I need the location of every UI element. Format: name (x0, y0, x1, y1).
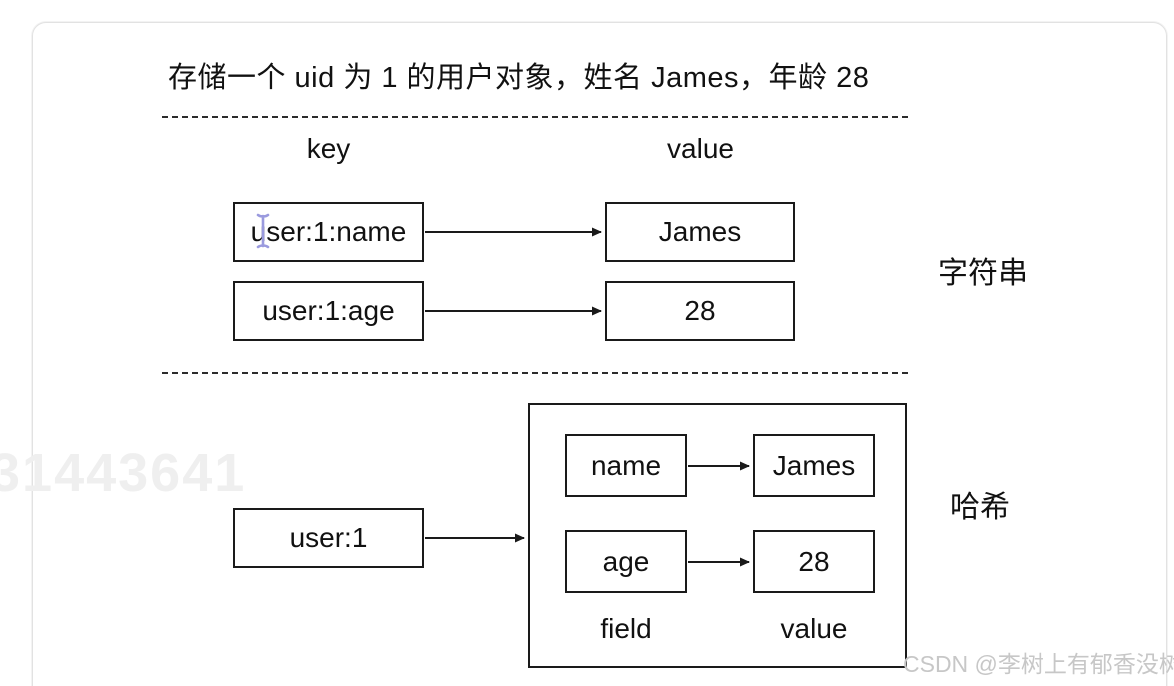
watermark-csdn: CSDN @李树上有郁香没树 (903, 651, 1174, 677)
watermark-number: 31443641 (0, 443, 247, 503)
hash-type-label: 哈希 (950, 491, 1010, 524)
diagram-title: 存储一个 uid 为 1 的用户对象，姓名 James，年龄 28 (168, 62, 870, 94)
string-value-box-name: James (605, 202, 795, 262)
hash-key-box: user:1 (233, 508, 424, 568)
string-type-label: 字符串 (938, 257, 1028, 290)
hash-field-box-name: name (565, 434, 687, 497)
string-key-box-name: user:1:name (233, 202, 424, 262)
divider-dashed-bottom (162, 372, 908, 374)
string-value-box-age: 28 (605, 281, 795, 341)
string-key-header: key (306, 133, 351, 164)
string-key-box-age: user:1:age (233, 281, 424, 341)
hash-field-header: field (600, 613, 652, 644)
text-cursor-icon (254, 212, 272, 250)
hash-value-header: value (780, 613, 848, 644)
string-value-header: value (667, 133, 734, 164)
hash-field-box-age: age (565, 530, 687, 593)
hash-value-box-name: James (753, 434, 875, 497)
hash-value-box-age: 28 (753, 530, 875, 593)
divider-dashed-top (162, 116, 908, 118)
